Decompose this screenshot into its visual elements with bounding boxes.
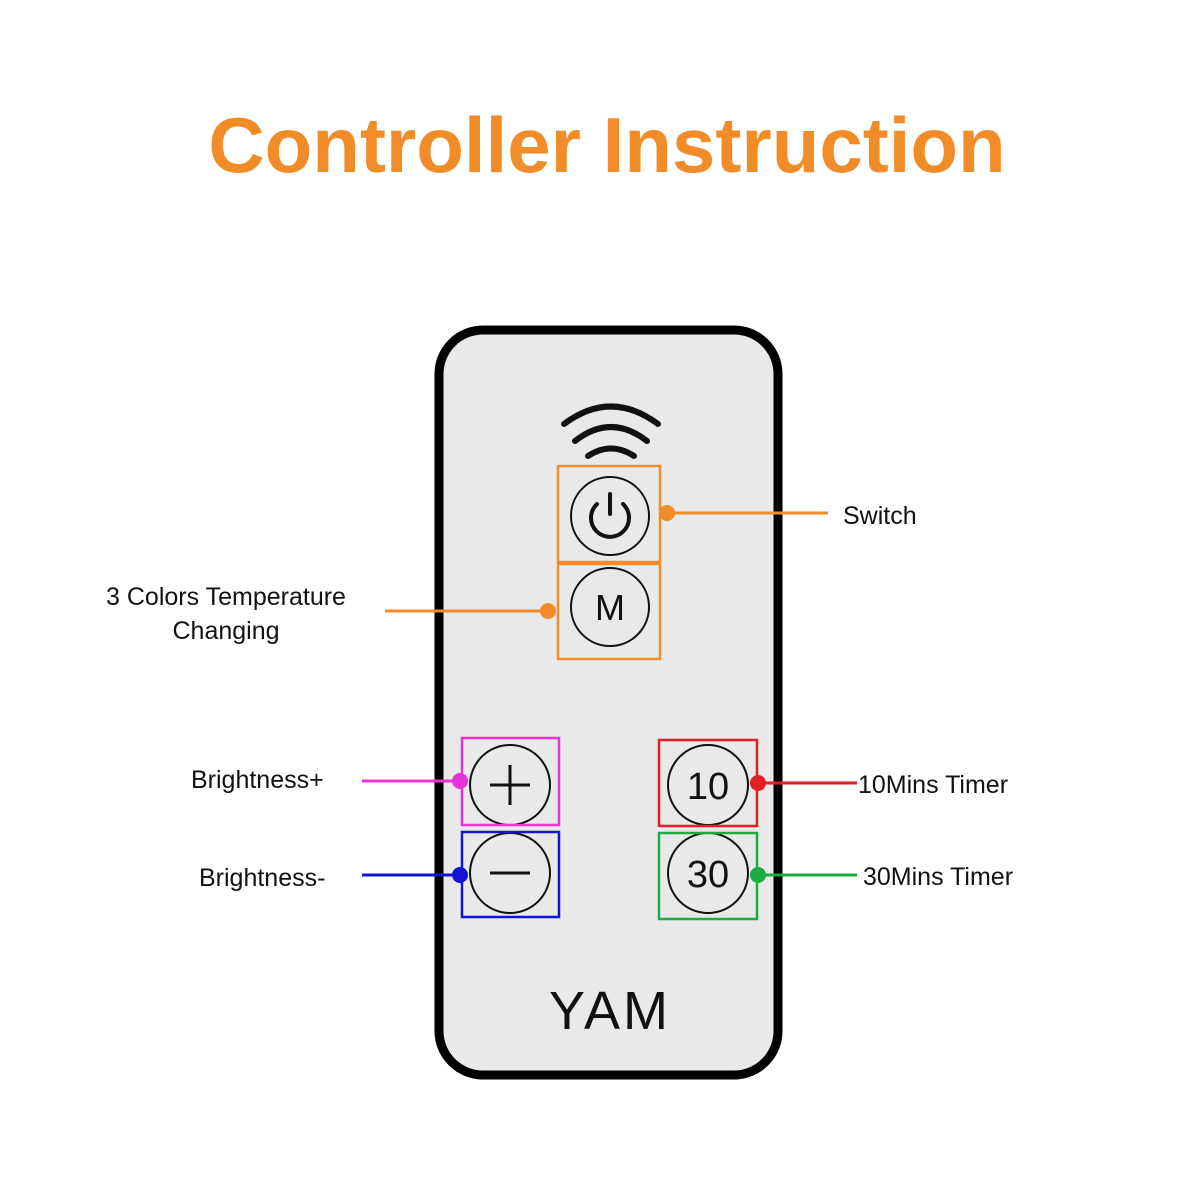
- brightness-down-button[interactable]: [469, 832, 551, 914]
- label-mode: 3 Colors Temperature Changing: [86, 580, 366, 648]
- switch-leader-line: [659, 505, 828, 521]
- mode-button-label: M: [595, 587, 625, 628]
- brightness-up-button[interactable]: [469, 744, 551, 826]
- timer-10-button[interactable]: 10: [667, 744, 749, 826]
- remote-body: [434, 325, 783, 1080]
- label-brightness-down: Brightness-: [199, 864, 326, 892]
- label-timer-10: 10Mins Timer: [858, 771, 1009, 799]
- timer-10-leader-line: [750, 775, 857, 791]
- mode-button[interactable]: M: [570, 567, 650, 647]
- timer-30-button[interactable]: 30: [667, 832, 749, 914]
- label-switch: Switch: [843, 502, 917, 530]
- power-button[interactable]: [570, 476, 650, 556]
- label-timer-30: 30Mins Timer: [863, 863, 1014, 891]
- plus-icon: [490, 765, 530, 805]
- timer-30-leader-line: [750, 867, 857, 883]
- mode-leader-line: [385, 603, 556, 619]
- page-title: Controller Instruction: [208, 101, 1006, 189]
- brand-label: YAM: [548, 981, 671, 1041]
- wifi-signal-icon: [561, 403, 661, 459]
- label-brightness-up: Brightness+: [191, 766, 324, 794]
- power-icon: [589, 492, 631, 539]
- brightness-down-leader-line: [362, 867, 468, 883]
- brightness-up-leader-line: [362, 773, 468, 789]
- label-mode-line2: Changing: [172, 617, 280, 645]
- timer-30-button-label: 30: [687, 854, 729, 896]
- label-mode-line1: 3 Colors Temperature: [106, 583, 346, 611]
- timer-10-button-label: 10: [687, 766, 729, 808]
